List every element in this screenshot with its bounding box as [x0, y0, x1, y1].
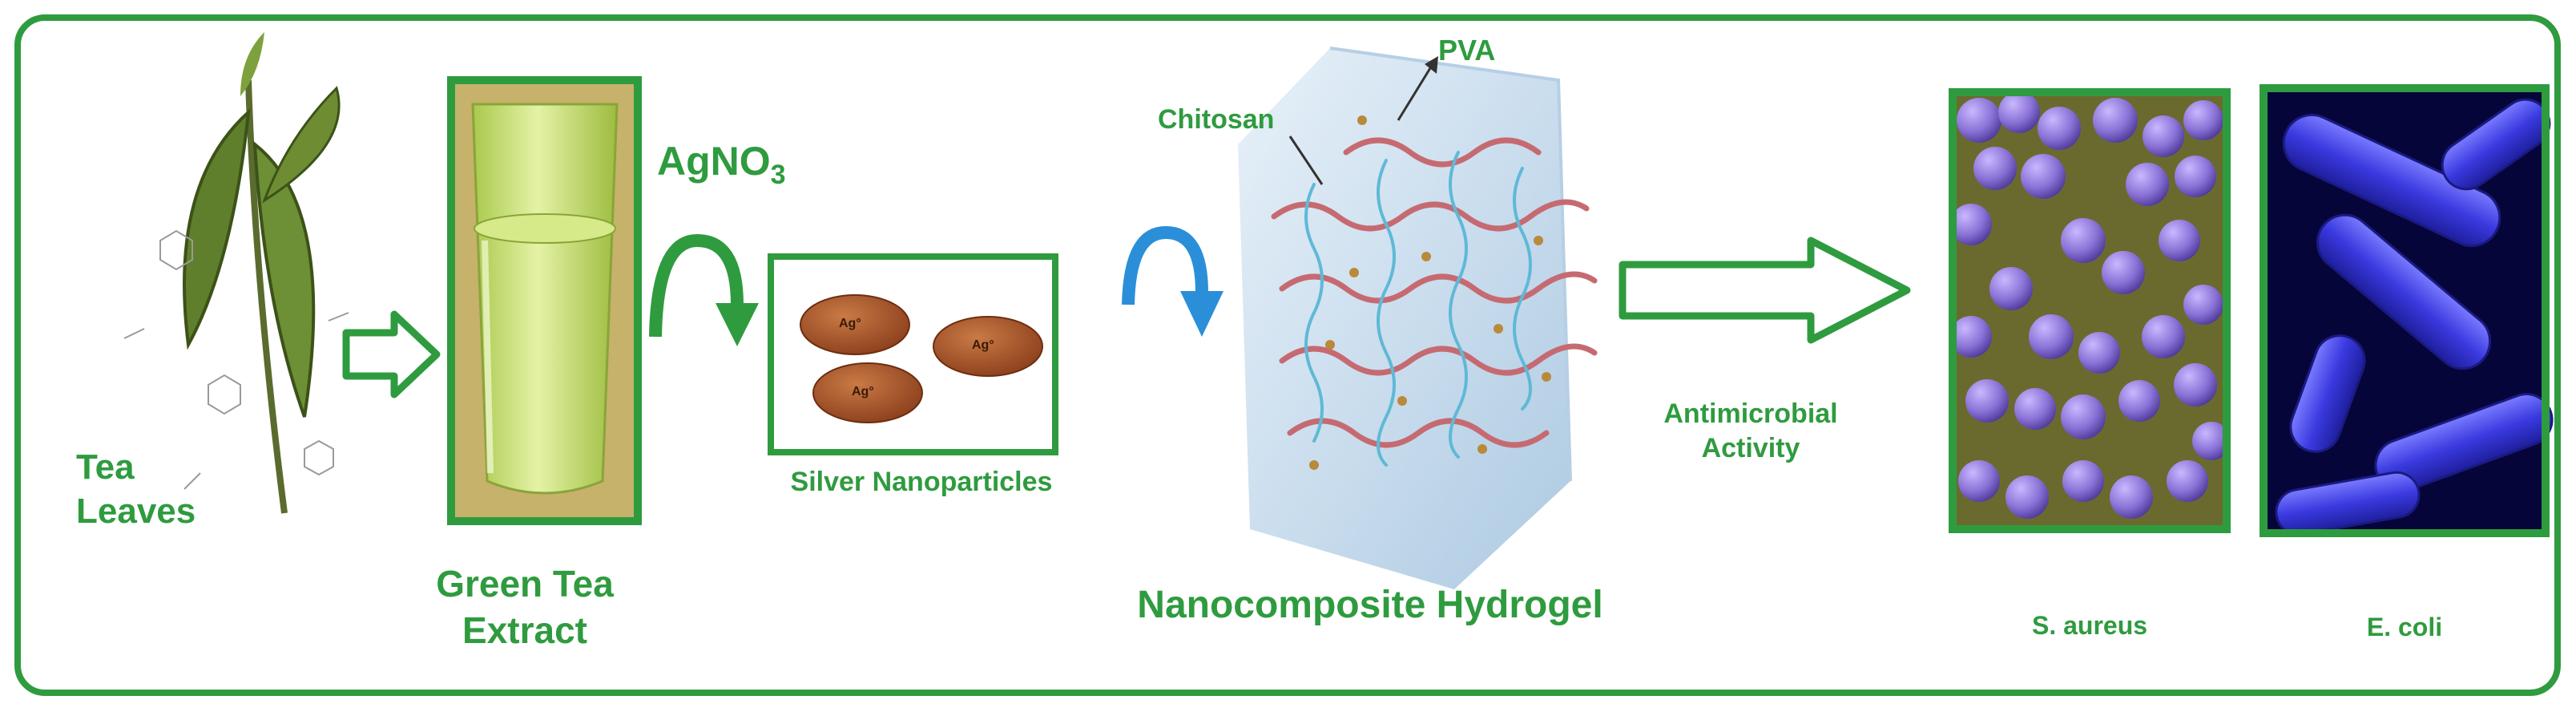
- tea-leaves-line1: Tea: [76, 447, 135, 487]
- e-coli-label: E. coli: [2366, 613, 2443, 641]
- green-tea-extract-label: Green Tea Extract: [401, 561, 649, 653]
- antimicrobial-line1: Antimicrobial: [1663, 398, 1838, 429]
- tea-leaves-illustration: [123, 32, 349, 514]
- agno3-label: AgNO3: [657, 136, 786, 192]
- s-aureus-label: S. aureus: [2031, 611, 2148, 640]
- green-tea-line2: Extract: [462, 609, 587, 651]
- hydrogel-block: [1238, 47, 1598, 589]
- process-arrow-2: [1619, 237, 1911, 344]
- pva-pointer: [1397, 67, 1432, 121]
- crosslink-arrow: [1122, 225, 1223, 337]
- silver-nanoparticles-label: Silver Nanoparticles: [790, 467, 1053, 497]
- green-tea-line1: Green Tea: [436, 563, 614, 605]
- tea-leaves-line2: Leaves: [76, 491, 196, 531]
- e-coli-image: [2260, 84, 2554, 537]
- chitosan-pointer: [1288, 136, 1324, 185]
- process-arrow-1: [342, 310, 441, 398]
- s-aureus-image: [1949, 88, 2231, 533]
- green-tea-glass: [447, 76, 642, 525]
- agno3-subscript: 3: [770, 160, 786, 190]
- pva-label: PVA: [1438, 34, 1496, 67]
- nanoparticles: [800, 294, 1043, 423]
- agno3-reaction-arrow: [649, 233, 759, 346]
- hydrogel-label: Nanocomposite Hydrogel: [1137, 584, 1603, 626]
- antimicrobial-activity-label: Antimicrobial Activity: [1635, 397, 1867, 465]
- tea-leaves-label: Tea Leaves: [76, 445, 196, 533]
- chitosan-label: Chitosan: [1158, 104, 1275, 135]
- agno3-main: AgNO: [657, 139, 771, 184]
- np-label-2: Ag°: [972, 338, 994, 352]
- np-label-3: Ag°: [852, 385, 874, 398]
- np-label-1: Ag°: [839, 317, 861, 330]
- antimicrobial-line2: Activity: [1701, 432, 1800, 463]
